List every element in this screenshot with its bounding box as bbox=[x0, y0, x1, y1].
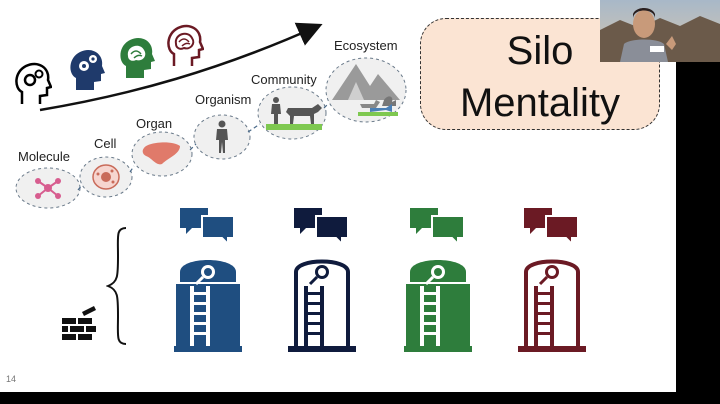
level-label-molecule: Molecule bbox=[18, 149, 71, 164]
title-line-2: Mentality bbox=[459, 81, 621, 125]
silo-with-chat-icon bbox=[288, 208, 356, 352]
human-figure-icon bbox=[216, 120, 228, 153]
molecule-icon bbox=[35, 178, 61, 199]
head-brain-icon bbox=[120, 37, 155, 78]
silo-with-chat-icon bbox=[174, 208, 242, 352]
slide-number: 14 bbox=[6, 374, 17, 384]
level-label-organ: Organ bbox=[136, 116, 173, 131]
level-label-organism: Organism bbox=[195, 92, 252, 107]
growth-arrow bbox=[39, 22, 323, 112]
curly-brace bbox=[106, 227, 127, 345]
liver-icon bbox=[142, 142, 180, 165]
silo-with-chat-icon bbox=[518, 208, 586, 352]
title-line-1: Silo bbox=[506, 29, 574, 73]
brick-wall-icon bbox=[62, 306, 96, 340]
level-label-community: Community bbox=[251, 72, 317, 87]
head-gears-icon bbox=[70, 49, 105, 90]
head-brain-icon bbox=[167, 24, 204, 66]
presenter-video-frame bbox=[600, 0, 720, 62]
people-and-cow-icon bbox=[266, 97, 322, 130]
cell-icon bbox=[92, 164, 120, 190]
silo-with-chat-icon bbox=[404, 208, 472, 352]
level-connectors bbox=[77, 103, 329, 191]
level-label-ecosystem: Ecosystem bbox=[334, 38, 398, 53]
level-label-cell: Cell bbox=[94, 136, 117, 151]
bottom-letterbox bbox=[0, 392, 720, 404]
mountains-animals-icon bbox=[332, 64, 400, 116]
head-gears-icon bbox=[15, 62, 52, 104]
presenter-webcam-video bbox=[600, 0, 720, 62]
slide: Molecule Cell Organ Organism Community E… bbox=[0, 0, 676, 392]
